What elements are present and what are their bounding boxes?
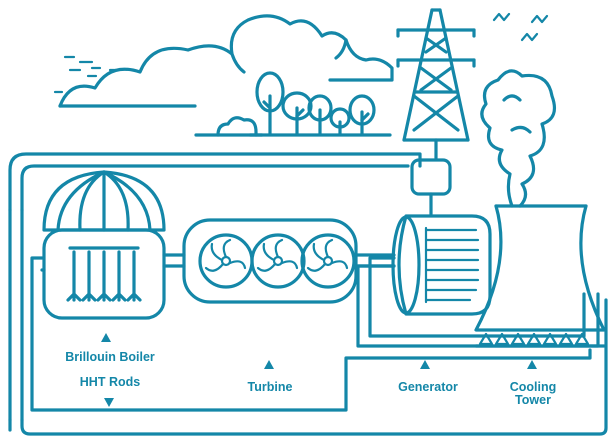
rods-down-arrow-icon <box>104 398 114 407</box>
turbine-housing <box>182 218 358 304</box>
tower-label: Tower <box>515 393 551 407</box>
bush-icon <box>194 116 264 137</box>
hht-rods-icon <box>66 246 142 302</box>
rods-label: HHT Rods <box>79 375 141 389</box>
steam-cloud-icon <box>480 69 556 208</box>
cooling-tower-icon <box>474 204 606 348</box>
boiler-dome-icon <box>42 170 166 320</box>
transmission-tower-icon <box>396 8 476 160</box>
cooling-label: Cooling <box>509 380 557 394</box>
boiler-up-arrow-icon <box>101 333 111 342</box>
bird-icon <box>492 12 549 42</box>
turbine-up-arrow-icon <box>264 360 274 369</box>
generator-icon <box>391 158 492 316</box>
turbine-fan-icon <box>198 233 356 289</box>
generator-up-arrow-icon <box>420 360 430 369</box>
generator-label: Generator <box>398 380 458 394</box>
boiler-label: Brillouin Boiler <box>65 350 155 364</box>
cloud-icon <box>58 14 394 108</box>
cooling-up-arrow-icon <box>527 360 537 369</box>
turbine-label: Turbine <box>247 380 293 394</box>
tree-icon <box>248 71 392 137</box>
